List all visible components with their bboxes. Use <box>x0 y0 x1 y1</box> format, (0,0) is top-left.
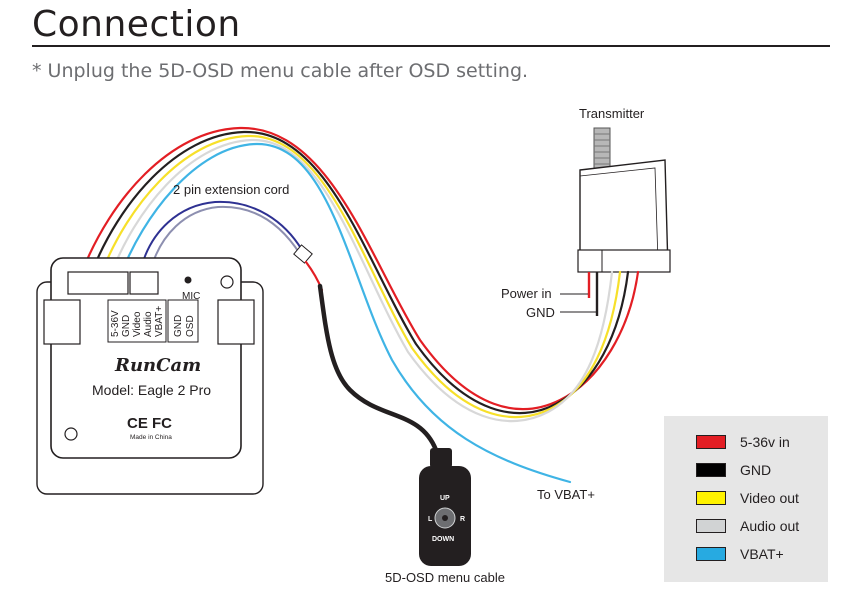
pin-label-osd-gnd: GND <box>173 315 184 337</box>
pin-label-box <box>107 299 167 343</box>
legend-item: 5-36v in <box>696 432 790 452</box>
model-label: Model: Eagle 2 Pro <box>92 382 211 398</box>
legend-label: GND <box>740 462 772 478</box>
osd-connector <box>129 271 159 295</box>
joystick-left-label: L <box>428 516 433 523</box>
legend-swatch <box>696 463 726 477</box>
pin-label-power: 5-36V <box>110 310 121 337</box>
wire-white <box>110 138 614 423</box>
joystick-labels: UP DOWN L R <box>428 495 465 543</box>
bracket-tab-left <box>43 299 81 345</box>
joystick-up-label: UP <box>440 495 450 502</box>
legend-swatch <box>696 491 726 505</box>
legend-swatch <box>696 547 726 561</box>
legend-swatch <box>696 519 726 533</box>
certification-marks: CE FC <box>127 415 172 432</box>
bracket-tab-right <box>217 299 255 345</box>
transmitter-label: Transmitter <box>579 106 645 121</box>
extension-cord <box>139 200 439 453</box>
screw-hole-bottom <box>64 427 78 441</box>
pin-label-video: Video <box>132 311 143 337</box>
to-vbat-label: To VBAT+ <box>537 487 595 502</box>
legend-label: Audio out <box>740 518 800 534</box>
legend-label: VBAT+ <box>740 546 784 562</box>
camera-pin-labels: 5-36V GND Video Audio VBAT+ GND OSD <box>110 306 196 337</box>
osd-cable-black <box>317 283 439 453</box>
transmitter <box>577 127 671 273</box>
page-title: Connection <box>32 4 241 45</box>
brand-logo: RunCam <box>114 355 201 376</box>
wire-color-legend: 5-36v in GND Video out Audio out VBAT+ <box>664 416 828 582</box>
wire-harness <box>80 126 640 484</box>
title-rule <box>32 45 830 47</box>
pin-label-audio: Audio <box>143 311 154 337</box>
legend-item: Audio out <box>696 516 799 536</box>
screw-hole-top <box>220 275 234 289</box>
osd-joystick <box>419 448 471 566</box>
mic-label: MIC <box>182 291 200 302</box>
antenna-cable-rib <box>594 133 610 165</box>
wire-blue <box>120 142 572 484</box>
joystick-strain-relief <box>430 448 452 468</box>
osd-cable-label: 5D-OSD menu cable <box>385 570 505 585</box>
extension-wire-gray <box>149 205 301 273</box>
made-in-label: Made in China <box>130 434 172 441</box>
joystick-center <box>442 515 448 521</box>
camera <box>36 257 264 495</box>
legend-label: 5-36v in <box>740 434 790 450</box>
osd-pin-label-box <box>167 299 199 343</box>
joystick-right-label: R <box>460 516 465 523</box>
pin-label-gnd: GND <box>121 315 132 337</box>
extension-cord-label: 2 pin extension cord <box>173 182 289 197</box>
legend-item: Video out <box>696 488 799 508</box>
main-connector <box>67 271 129 295</box>
legend-item: VBAT+ <box>696 544 784 564</box>
joystick-down-label: DOWN <box>432 536 454 543</box>
extension-connector <box>293 244 313 264</box>
mic-hole <box>184 276 192 284</box>
pin-label-vbat: VBAT+ <box>154 306 165 337</box>
gnd-label: GND <box>526 305 555 320</box>
page-note: * Unplug the 5D-OSD menu cable after OSD… <box>32 60 529 82</box>
transmitter-connector <box>577 249 671 273</box>
legend-item: GND <box>696 460 771 480</box>
pin-label-osd: OSD <box>185 315 196 337</box>
extension-wire-navy <box>139 200 303 273</box>
legend-swatch <box>696 435 726 449</box>
power-in-label: Power in <box>501 286 552 301</box>
legend-label: Video out <box>740 490 799 506</box>
